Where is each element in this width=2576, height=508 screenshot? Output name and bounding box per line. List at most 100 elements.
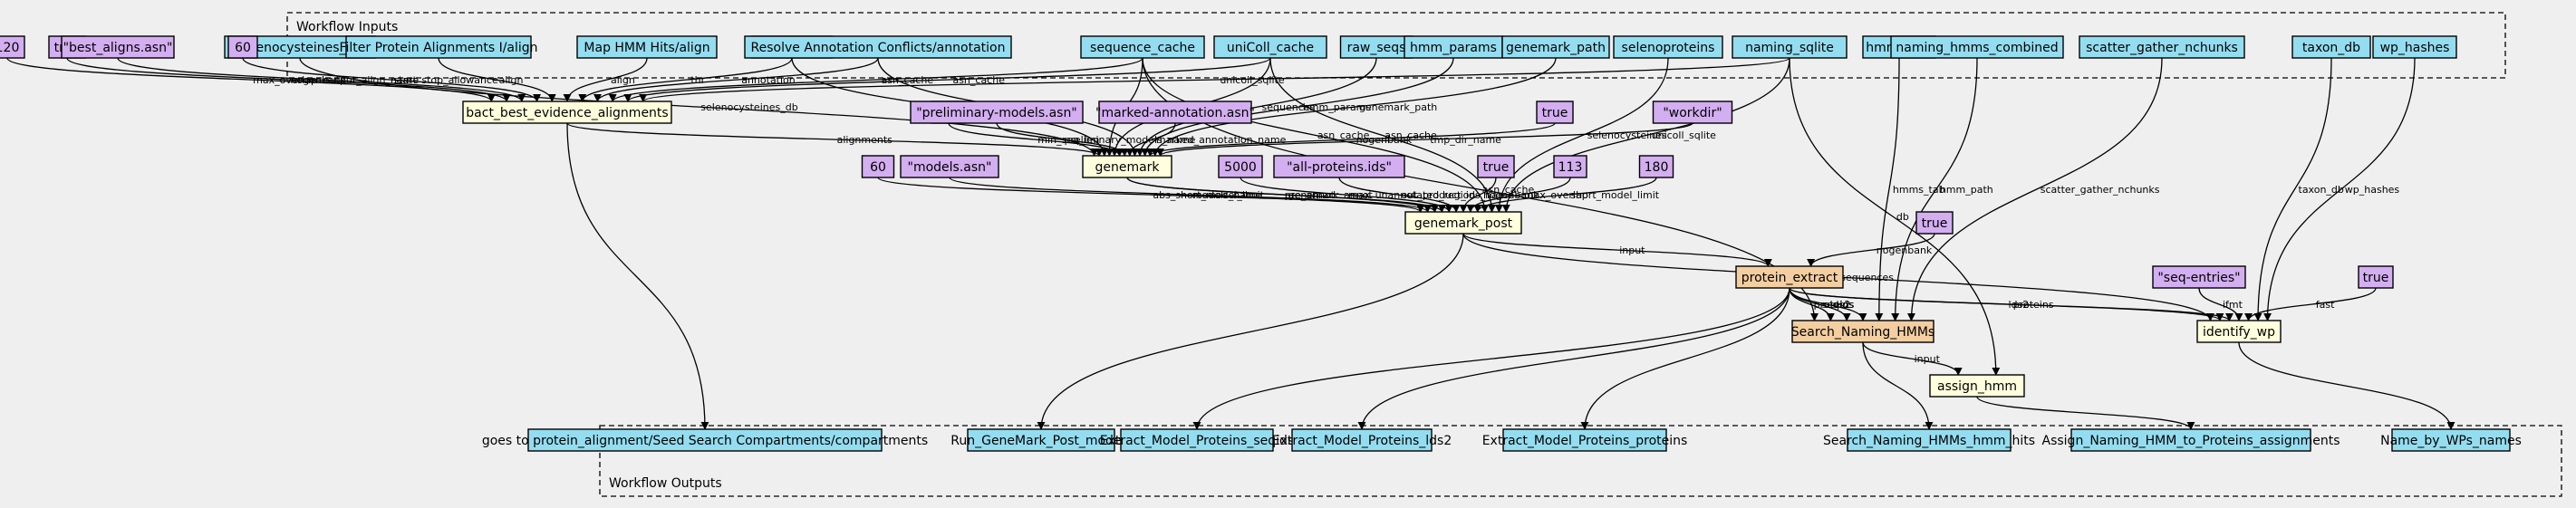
edge-in-maphmm-to-s-bact: align xyxy=(563,57,648,102)
edge-label: asn_cache xyxy=(1482,184,1535,196)
node-box xyxy=(2196,320,2282,343)
edge-line xyxy=(1126,177,1446,213)
node-box xyxy=(1613,35,1723,59)
node-l-marked: "marked-annotation.asn" xyxy=(1095,101,1255,124)
node-s-identify: identify_wp xyxy=(2196,320,2282,343)
edge-l-workdir-to-s-genemark: tmp_dir_name xyxy=(1156,122,1693,157)
edge-label: ifmt xyxy=(2223,299,2243,311)
node-label: Assign_Naming_HMM_to_Proteins_assignment… xyxy=(2042,434,2340,448)
edge-line xyxy=(949,177,1432,213)
edge-line xyxy=(1145,122,1556,157)
node-box xyxy=(576,35,718,59)
node-label: "all-proteins.ids" xyxy=(1287,160,1392,175)
node-l-workdir: "workdir" xyxy=(1652,101,1733,124)
node-in-hmmparams: hmm_params xyxy=(1404,35,1503,59)
edge-s-bact-to-s-genemark: alignments xyxy=(566,122,1104,157)
edge-label: unicoll_sqlite xyxy=(1220,74,1285,86)
node-in-resolve: Resolve Annotation Conflicts/annotation xyxy=(744,35,1012,59)
edge-s-bact-to-o-compart xyxy=(566,122,709,430)
node-l-allprot: "all-proteins.ids" xyxy=(1273,155,1405,178)
node-s-search: Search_Naming_HMMs xyxy=(1791,320,1934,343)
edge-line xyxy=(1862,341,1934,430)
node-label: true xyxy=(2363,271,2389,285)
node-label: selenocysteines_db xyxy=(238,41,362,55)
node-in-namhmms: naming_hmms_combined xyxy=(1890,35,2064,59)
node-label: true xyxy=(1542,106,1568,120)
edge-line xyxy=(996,122,1129,157)
node-label: 5000 xyxy=(1224,160,1257,175)
node-box xyxy=(2152,265,2246,289)
edge-label: lds2 xyxy=(1830,299,1851,311)
node-in-maphmm: Map HMM Hits/align xyxy=(576,35,718,59)
node-box xyxy=(1847,428,2012,452)
node-box xyxy=(2079,35,2245,59)
edge-line xyxy=(578,57,793,102)
node-label: Search_Naming_HMMs xyxy=(1791,325,1934,340)
node-label: taxon_db xyxy=(2302,41,2360,55)
edge-label: unicoll_sqlite xyxy=(1652,129,1717,141)
node-in-taxon: taxon_db xyxy=(2291,35,2371,59)
edge-line xyxy=(2244,287,2377,321)
edge-label: proteins xyxy=(2013,299,2054,311)
edge-line xyxy=(1789,287,1867,321)
node-label: bact_best_evidence_alignments xyxy=(466,106,668,120)
edge-line xyxy=(623,57,1271,102)
node-box xyxy=(900,155,999,178)
node-o-names: Name_by_WPs_names xyxy=(2380,428,2522,452)
edge-line xyxy=(1789,57,2001,376)
edge-label: alignments xyxy=(837,134,893,146)
edge-line xyxy=(242,57,541,102)
node-box xyxy=(1339,35,1413,59)
node-label: assign_hmm xyxy=(1937,379,2017,394)
edge-line xyxy=(1240,177,1453,213)
edge-in-namhmms-to-s-search: hmm_path xyxy=(1891,57,1993,321)
edge-line xyxy=(608,57,1143,102)
node-box xyxy=(861,155,895,178)
node-l-60a: 60 xyxy=(227,35,258,59)
edge-s-search-to-s-assign: input xyxy=(1862,341,1963,376)
node-label: Run_GeneMark_Post_models xyxy=(950,434,1132,448)
edge-line xyxy=(1151,57,1557,157)
node-label: "best_aligns.asn" xyxy=(63,41,173,55)
edge-line xyxy=(1156,122,1693,157)
node-label: sequence_cache xyxy=(1090,41,1195,55)
node-box xyxy=(227,35,258,59)
node-box xyxy=(1291,428,1433,452)
node-label: identify_wp xyxy=(2203,325,2275,340)
edge-in-seqcache-to-s-gmpost: asn_cache xyxy=(1142,57,1490,213)
edge-in-selprot-to-s-gmpost: selenocysteines xyxy=(1494,57,1669,213)
edge-l-60a-to-s-bact: start_stop_allowance xyxy=(242,57,541,102)
node-box xyxy=(2070,428,2311,452)
node-o-rungm: Run_GeneMark_Post_models xyxy=(950,428,1132,452)
edge-label: nogenbank xyxy=(1356,134,1413,146)
node-label: protein_extract xyxy=(1741,271,1838,285)
edge-l-prelim-to-s-genemark: preliminary_models_name xyxy=(996,122,1196,157)
edge-line xyxy=(566,122,1104,157)
node-box xyxy=(1080,35,1205,59)
edge-label: asn_cache xyxy=(1317,129,1370,141)
edge-line xyxy=(948,122,1124,157)
node-box xyxy=(744,35,1012,59)
node-label: true xyxy=(1483,160,1510,175)
node-l-60b: 60 xyxy=(861,155,895,178)
edge-line xyxy=(1269,57,1497,213)
node-box xyxy=(1732,35,1848,59)
node-label: 60 xyxy=(235,41,251,55)
node-o-lds2: Extract_Model_Proteins_lds2 xyxy=(1272,428,1452,452)
node-box xyxy=(2391,428,2511,452)
node-s-protext: protein_extract xyxy=(1735,265,1844,289)
node-o-proteins: Extract_Model_Proteins_proteins xyxy=(1482,428,1687,452)
edge-label: wp_hashes xyxy=(2345,184,2400,196)
node-o-assign: Assign_Naming_HMM_to_Proteins_assignment… xyxy=(2042,428,2340,452)
node-box xyxy=(967,428,1115,452)
node-box xyxy=(1536,101,1574,124)
edge-s-protext-to-s-search: lds2 xyxy=(1789,287,1867,321)
edge-s-protext-to-o-proteins xyxy=(1580,287,1790,430)
edge-label: tmp_dir_name xyxy=(1430,134,1501,146)
edge-label: preliminary_models_name xyxy=(1065,134,1196,146)
node-l-true5: true xyxy=(2358,265,2394,289)
edge-label: asn_cache xyxy=(1384,129,1437,141)
node-label: true xyxy=(1922,216,1948,231)
edge-label: seqids xyxy=(1822,299,1855,311)
edge-line xyxy=(1906,57,2163,321)
